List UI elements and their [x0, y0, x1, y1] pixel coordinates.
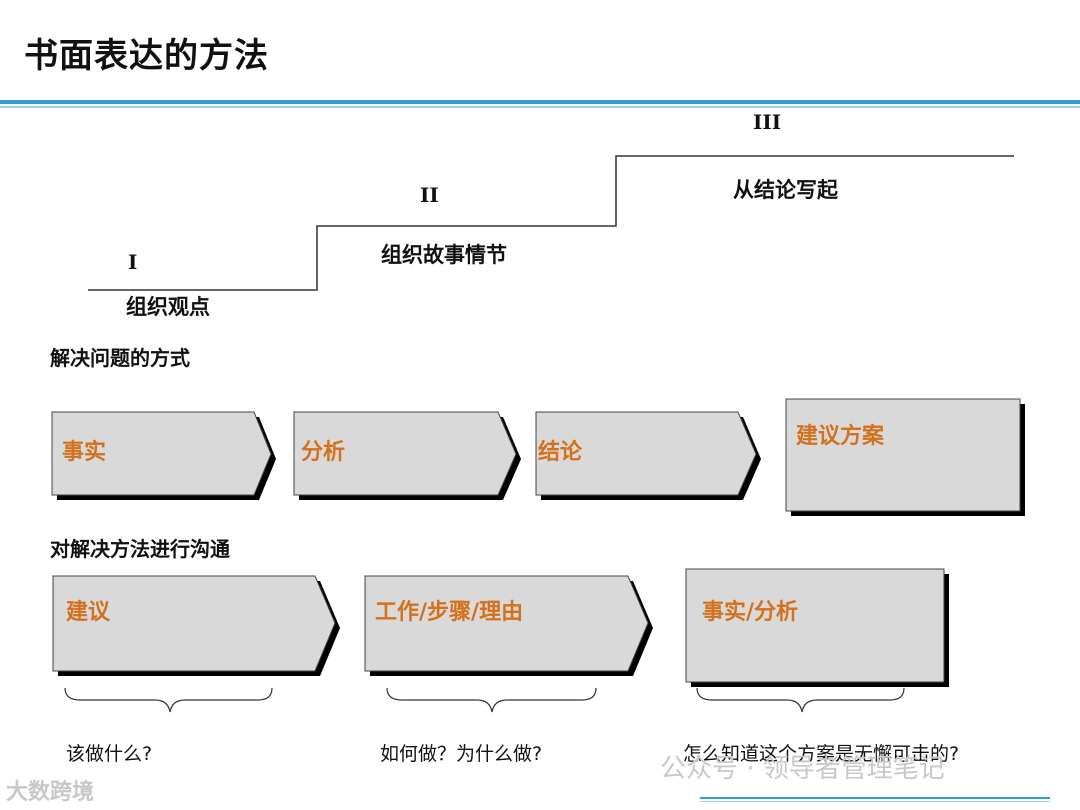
staircase-line: [88, 155, 1014, 291]
stair-2-numeral: II: [420, 183, 439, 207]
box-suggest: [52, 575, 336, 672]
brace-1: [64, 687, 273, 713]
stair-1-numeral: I: [128, 250, 138, 274]
footer-rule-thin: [700, 801, 1050, 802]
box-recommendation-label: 建议方案: [796, 424, 885, 449]
header-rule-thin: [0, 106, 1080, 108]
stair-3-label: 从结论写起: [733, 178, 838, 202]
box-steps-label: 工作/步骤/理由: [375, 600, 524, 625]
header-rule: [0, 100, 1080, 104]
watermark-left: 大数跨境: [6, 780, 95, 805]
box-conclusion: [535, 411, 757, 496]
box-analysis-label: 分析: [301, 440, 346, 465]
box-fact-analysis: [685, 568, 945, 683]
brace-2: [386, 687, 597, 713]
box-recommendation: [785, 398, 1021, 512]
stair-2-label: 组织故事情节: [381, 243, 507, 267]
section1-boxes: [51, 398, 1021, 512]
question-1: 该做什么?: [66, 743, 153, 765]
footer-rule: [700, 797, 1050, 799]
stair-3-numeral: III: [753, 110, 782, 134]
stair-1-label: 组织观点: [126, 295, 210, 319]
watermark-right: 公众号 · 领导者管理笔记: [660, 754, 945, 784]
brace-3: [696, 687, 905, 713]
braces: [64, 687, 905, 713]
section2-boxes: [52, 568, 945, 683]
section2-heading: 对解决方法进行沟通: [50, 537, 230, 561]
question-3: 怎么知道这个方案是无懈可击的?: [683, 743, 960, 765]
box-fact: [51, 411, 272, 496]
box-fact-label: 事实: [62, 440, 107, 465]
section1-heading: 解决问题的方式: [50, 346, 190, 370]
box-suggest-label: 建议: [66, 600, 111, 625]
question-2: 如何做？为什么做?: [380, 743, 543, 765]
box-analysis: [293, 411, 517, 496]
box-conclusion-label: 结论: [538, 440, 583, 465]
page-title: 书面表达的方法: [24, 36, 269, 76]
box-steps: [364, 575, 649, 672]
box-fact-analysis-label: 事实/分析: [702, 600, 799, 625]
